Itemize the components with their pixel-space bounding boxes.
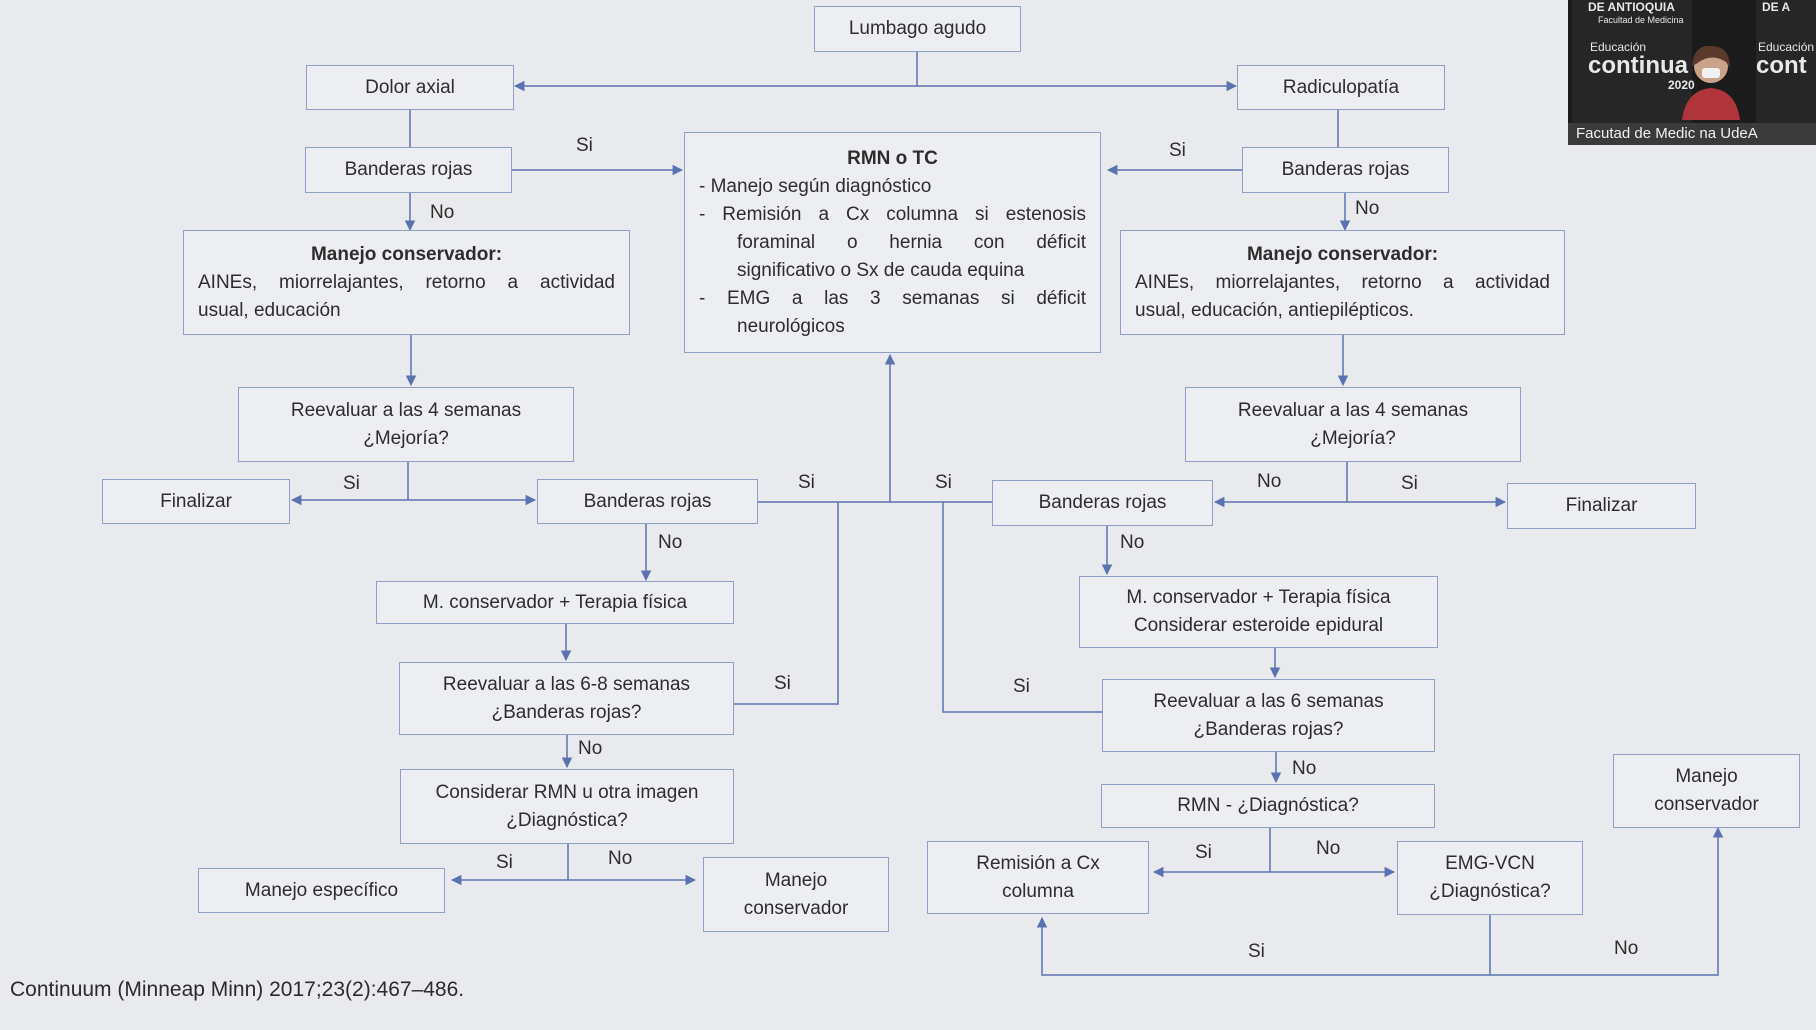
m-conservador-right-line-2: Considerar esteroide epidural bbox=[1133, 615, 1384, 636]
rmn-tc-title: RMN o TC bbox=[847, 147, 938, 169]
node-remision-cx: Remisión a Cx columna bbox=[927, 841, 1149, 914]
edge-label-si-banderas-left: Si bbox=[576, 135, 593, 156]
node-manejo-conservador-far-right: Manejo conservador bbox=[1613, 754, 1800, 828]
edge-label-no-rmn-diag: No bbox=[1316, 838, 1341, 859]
edge-label-no-banderas-left: No bbox=[430, 202, 455, 223]
webcam-header-right: DE A bbox=[1762, 0, 1791, 14]
rmn-tc-line-1: - Manejo según diagnóstico bbox=[699, 175, 932, 197]
m-conservador-right-line-1: M. conservador + Terapia física bbox=[1126, 587, 1391, 608]
webcam-year: 2020 bbox=[1668, 78, 1695, 92]
emg-vcn-line-2: ¿Diagnóstica? bbox=[1429, 881, 1551, 902]
node-m-conservador-right: M. conservador + Terapia física Consider… bbox=[1079, 576, 1438, 648]
node-manejo-conservador-bottom-left: Manejo conservador bbox=[703, 857, 889, 932]
node-finalizar-right: Finalizar bbox=[1507, 483, 1696, 529]
remision-cx-line-1: Remisión a Cx bbox=[976, 852, 1100, 874]
node-emg-vcn: EMG-VCN ¿Diagnóstica? bbox=[1397, 841, 1583, 915]
webcam-sub-left: Facultad de Medicina bbox=[1598, 15, 1684, 25]
node-banderas-rojas-mid-right: Banderas rojas bbox=[992, 480, 1213, 526]
edge-label-no-reevaluar-right: No bbox=[1257, 471, 1282, 492]
edge-reevaluar68-si bbox=[734, 502, 839, 705]
manejo-right-title: Manejo conservador: bbox=[1246, 243, 1439, 265]
webcam-big-left: continua bbox=[1588, 52, 1688, 79]
webcam-banner-left bbox=[1572, 0, 1692, 125]
webcam-banner-right bbox=[1756, 0, 1816, 125]
node-considerar-rmn: Considerar RMN u otra imagen ¿Diagnóstic… bbox=[400, 769, 734, 844]
citation: Continuum (Minneap Minn) 2017;23(2):467–… bbox=[10, 978, 465, 1001]
node-rmn-diagnostica: RMN - ¿Diagnóstica? bbox=[1101, 784, 1435, 828]
edge-label-si-reevaluar-6: Si bbox=[1013, 676, 1030, 697]
edge-label-si-finalizar-left: Si bbox=[343, 473, 360, 494]
reevaluar-6-8-line-2: ¿Banderas rojas? bbox=[491, 701, 642, 723]
edge-label-si-rmn-diag: Si bbox=[1195, 842, 1212, 863]
manejo-cons-fr-line-2: conservador bbox=[1654, 794, 1759, 815]
considerar-rmn-line-2: ¿Diagnóstica? bbox=[506, 809, 628, 831]
edge-label-si-banderas-right: Si bbox=[1169, 140, 1186, 161]
webcam-caption: Facutad de Medic na UdeA bbox=[1568, 123, 1816, 145]
node-radiculopatia: Radiculopatía bbox=[1237, 65, 1445, 110]
edge-label-no-reevaluar-6: No bbox=[1292, 758, 1317, 779]
edge-label-si-mid-right: Si bbox=[935, 472, 952, 493]
reevaluar-4-left-line-1: Reevaluar a las 4 semanas bbox=[290, 399, 522, 421]
rmn-tc-line-3: foraminal o hernia con déficit bbox=[737, 231, 1086, 253]
node-finalizar-left: Finalizar bbox=[102, 479, 290, 524]
node-banderas-rojas-mid-left: Banderas rojas bbox=[537, 479, 758, 524]
node-reevaluar-4-left: Reevaluar a las 4 semanas ¿Mejoría? bbox=[238, 387, 574, 462]
edge-label-no-banderas-right: No bbox=[1355, 198, 1380, 219]
manejo-left-line-2: usual, educación bbox=[198, 299, 341, 321]
edge-emg-no-manejo bbox=[1490, 826, 1724, 976]
manejo-cons-fr-line-1: Manejo bbox=[1675, 766, 1738, 787]
edge-label-si-mid-left: Si bbox=[798, 472, 815, 493]
webcam-overlay: DE ANTIOQUIA DE A Facultad de Medicina E… bbox=[1568, 0, 1816, 145]
considerar-rmn-line-1: Considerar RMN u otra imagen bbox=[435, 781, 699, 803]
rmn-tc-line-2: - Remisión a Cx columna si estenosis bbox=[699, 203, 1086, 225]
manejo-left-title: Manejo conservador: bbox=[310, 243, 503, 265]
webcam-edu-left: Educación bbox=[1590, 40, 1647, 54]
manejo-left-line-1: AINEs, miorrelajantes, retorno a activid… bbox=[198, 271, 615, 293]
reevaluar-6-line-1: Reevaluar a las 6 semanas bbox=[1153, 690, 1384, 712]
node-m-conservador-left: M. conservador + Terapia física bbox=[376, 581, 734, 624]
edge-label-si-finalizar-right: Si bbox=[1401, 473, 1418, 494]
reevaluar-6-line-2: ¿Banderas rojas? bbox=[1193, 718, 1344, 740]
webcam-edu-right: Educación bbox=[1758, 40, 1815, 54]
presenter-avatar bbox=[1682, 45, 1740, 120]
node-reevaluar-6-8: Reevaluar a las 6-8 semanas ¿Banderas ro… bbox=[399, 662, 734, 735]
node-banderas-rojas-right: Banderas rojas bbox=[1242, 147, 1449, 193]
manejo-right-line-1: AINEs, miorrelajantes, retorno a activid… bbox=[1135, 271, 1550, 293]
node-reevaluar-6: Reevaluar a las 6 semanas ¿Banderas roja… bbox=[1102, 679, 1435, 752]
manejo-cons-bl-line-1: Manejo bbox=[764, 869, 828, 891]
webcam-header-left: DE ANTIOQUIA bbox=[1588, 0, 1675, 14]
manejo-cons-bl-line-2: conservador bbox=[743, 897, 849, 919]
rmn-tc-line-6: neurológicos bbox=[737, 315, 845, 337]
edge-label-no-banderas-mid-left: No bbox=[658, 532, 683, 553]
edge-label-si-considerar: Si bbox=[496, 852, 513, 873]
node-dolor-axial: Dolor axial bbox=[306, 65, 514, 110]
reevaluar-4-left-line-2: ¿Mejoría? bbox=[363, 427, 449, 449]
node-rmn-tc: RMN o TC - Manejo según diagnóstico - Re… bbox=[684, 132, 1101, 353]
edge-label-no-emg: No bbox=[1614, 938, 1639, 959]
node-reevaluar-4-right: Reevaluar a las 4 semanas ¿Mejoría? bbox=[1185, 387, 1521, 462]
node-manejo-conservador-right: Manejo conservador: AINEs, miorrelajante… bbox=[1120, 230, 1565, 335]
node-manejo-conservador-left: Manejo conservador: AINEs, miorrelajante… bbox=[183, 230, 630, 335]
rmn-tc-line-5: - EMG a las 3 semanas si déficit bbox=[699, 287, 1086, 309]
node-banderas-rojas-left: Banderas rojas bbox=[305, 147, 512, 193]
edge-label-no-reevaluar-6-8: No bbox=[578, 738, 603, 759]
emg-vcn-line-1: EMG-VCN bbox=[1445, 853, 1535, 874]
webcam-big-right: cont bbox=[1756, 52, 1807, 79]
edge-label-no-banderas-mid-right: No bbox=[1120, 532, 1145, 553]
edge-emg-si-remision bbox=[1036, 916, 1490, 976]
edge-reevaluar6-si bbox=[942, 502, 1102, 713]
reevaluar-4-right-line-2: ¿Mejoría? bbox=[1310, 427, 1396, 449]
rmn-tc-line-4: significativo o Sx de cauda equina bbox=[737, 259, 1025, 281]
edge-label-si-reevaluar-6-8: Si bbox=[774, 673, 791, 694]
manejo-right-line-2: usual, educación, antiepilépticos. bbox=[1135, 299, 1414, 321]
edge-label-si-emg: Si bbox=[1248, 941, 1265, 962]
node-lumbago-agudo: Lumbago agudo bbox=[814, 6, 1021, 52]
reevaluar-4-right-line-1: Reevaluar a las 4 semanas bbox=[1237, 399, 1469, 421]
node-manejo-especifico: Manejo específico bbox=[198, 868, 445, 913]
reevaluar-6-8-line-1: Reevaluar a las 6-8 semanas bbox=[442, 673, 691, 695]
remision-cx-line-2: columna bbox=[1002, 880, 1074, 902]
edge-label-no-considerar: No bbox=[608, 848, 633, 869]
